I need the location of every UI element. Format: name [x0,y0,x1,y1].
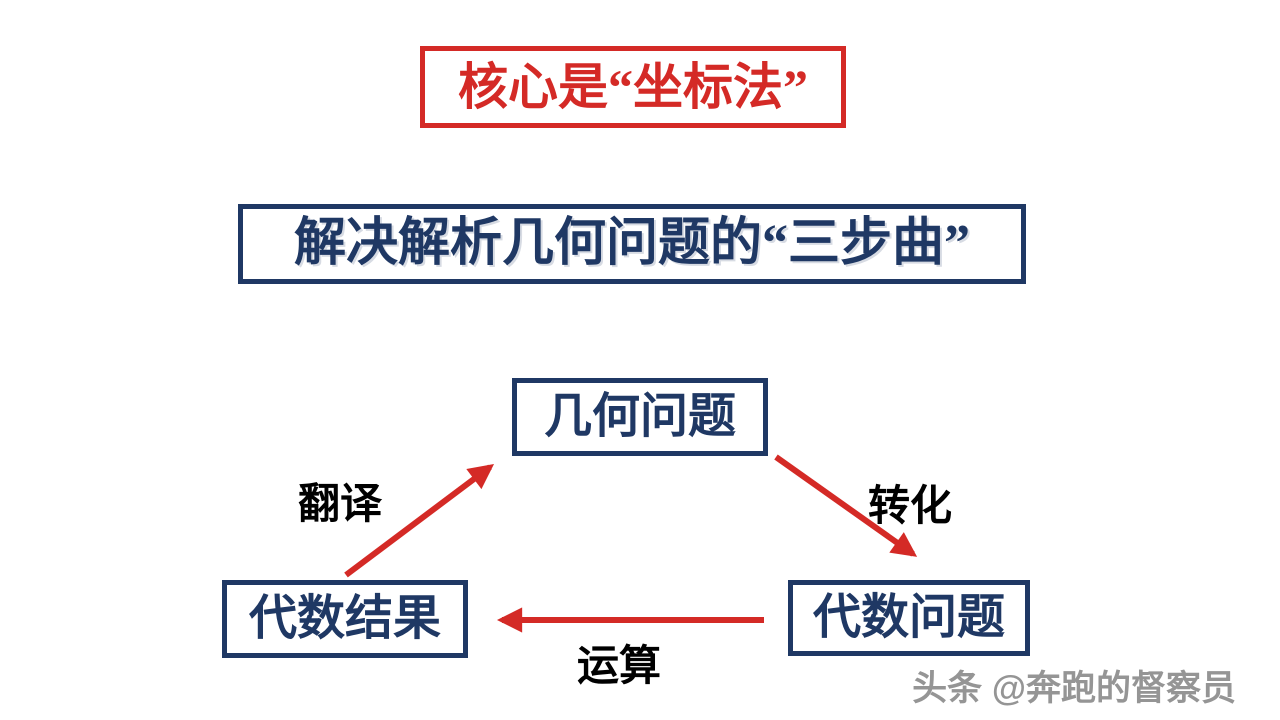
node-geometry-problem-label: 几何问题 [543,390,736,443]
node-algebra-problem: 代数问题 [788,580,1030,656]
edge-label-translate: 翻译 [298,482,383,528]
node-algebra-result-label: 代数结果 [248,592,441,645]
title-text: 核心是“坐标法” [458,59,808,115]
title-box: 核心是“坐标法” [420,46,846,128]
subtitle-text: 解决解析几何问题的“三步曲” [293,215,970,272]
watermark-text: 头条 @奔跑的督察员 [912,669,1236,708]
node-geometry-problem: 几何问题 [512,378,768,456]
subtitle-box: 解决解析几何问题的“三步曲” [238,204,1026,284]
node-algebra-result: 代数结果 [222,580,468,658]
node-algebra-problem-label: 代数问题 [812,591,1005,644]
edge-label-transform: 转化 [868,484,953,530]
edge-label-operation: 运算 [577,644,662,690]
